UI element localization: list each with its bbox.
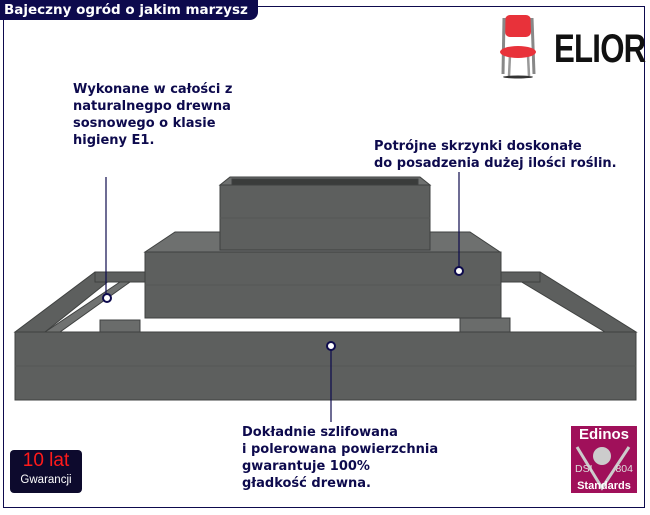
callout-material: Wykonane w całości z naturalnegpo drewna… <box>73 82 233 148</box>
certificate-top: Edinos <box>578 426 629 443</box>
callout-triple-boxes: Potrójne skrzynki doskonałe do posadzeni… <box>374 139 617 171</box>
callout-marker <box>454 266 464 276</box>
callout-marker <box>102 293 112 303</box>
warranty-badge: 10 lat Gwarancji <box>10 450 82 493</box>
certificate-left: DSI <box>575 463 593 475</box>
frame-border <box>3 6 645 508</box>
planter-image <box>13 176 638 401</box>
callout-surface: Dokładnie szlifowana i polerowana powier… <box>242 425 439 491</box>
red-chair-icon <box>500 15 536 79</box>
planter-support <box>459 317 511 333</box>
planter-top-inside <box>231 178 419 186</box>
certificate-bottom: Standards <box>577 480 631 492</box>
callout-marker <box>326 341 336 351</box>
planter-support <box>99 319 141 333</box>
warranty-years: 10 lat <box>22 450 70 471</box>
page-title: Bajeczny ogród o jakim marzysz <box>0 0 258 20</box>
callout-markers <box>102 266 464 351</box>
certificate-badge: Edinos DSI 804 Standards <box>571 426 637 493</box>
certificate-v-icon <box>575 446 631 491</box>
brand-logo-text: ELIOR <box>554 27 646 71</box>
warranty-label: Gwarancji <box>20 474 72 486</box>
certificate-right: 804 <box>615 463 633 475</box>
callout-lines <box>105 172 460 422</box>
